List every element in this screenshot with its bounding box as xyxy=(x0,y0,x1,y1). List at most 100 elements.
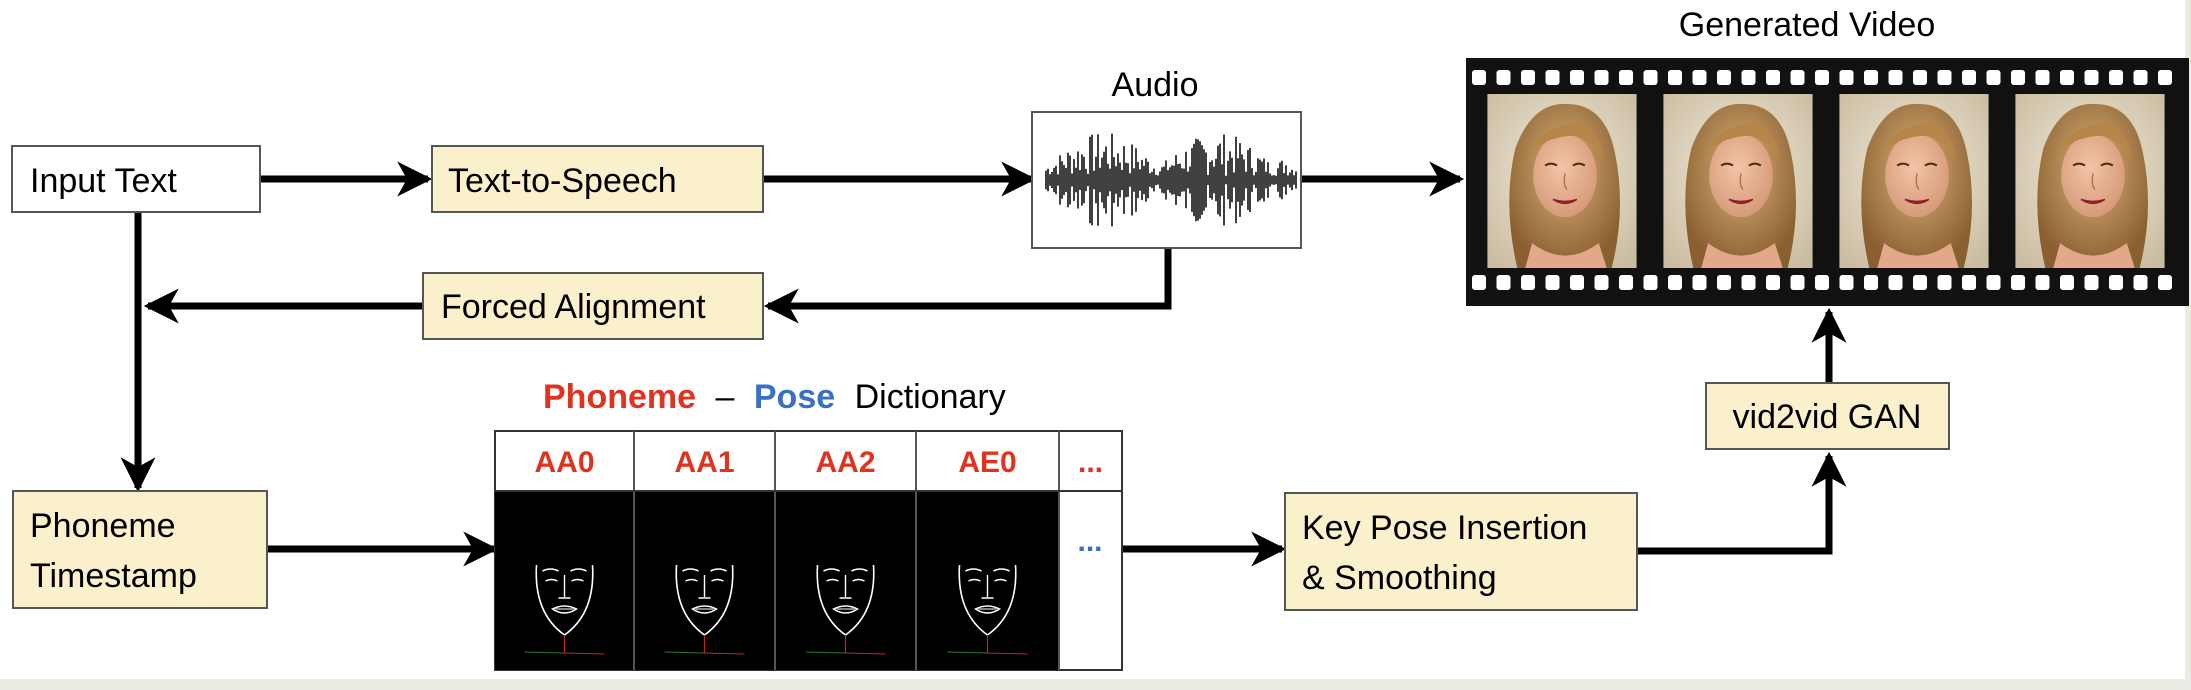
waveform-trace xyxy=(1045,133,1297,227)
video-frame-photo xyxy=(2014,94,2166,268)
vid2vid-gan-label: vid2vid GAN xyxy=(1733,398,1922,436)
sprocket-hole xyxy=(1472,275,1486,290)
sprocket-hole xyxy=(1619,70,1633,85)
generated-video-label: Generated Video xyxy=(1679,6,1935,44)
sprocket-hole xyxy=(1496,275,1511,290)
sprocket-hole xyxy=(1839,70,1854,85)
sprocket-hole xyxy=(1790,70,1805,85)
sprocket-hole xyxy=(1913,70,1927,85)
sprocket-hole xyxy=(2035,275,2050,290)
dictionary-column-header: AE0 xyxy=(958,446,1016,479)
sprocket-hole xyxy=(1741,70,1756,85)
dictionary-more-dots: ... xyxy=(1077,525,1102,558)
sprocket-hole xyxy=(2109,275,2123,290)
dictionary-column-header: AA2 xyxy=(815,446,875,479)
sprocket-hole xyxy=(1717,70,1731,85)
sprocket-hole xyxy=(1668,70,1682,85)
sprocket-hole xyxy=(1472,70,1486,85)
sprocket-hole xyxy=(1766,70,1780,85)
sprocket-hole xyxy=(2011,70,2025,85)
sprocket-hole xyxy=(1692,275,1707,290)
sprocket-hole xyxy=(2084,275,2099,290)
sprocket-hole xyxy=(1937,275,1952,290)
sprocket-hole xyxy=(1815,70,1829,85)
sprocket-hole xyxy=(1619,275,1633,290)
dictionary-columns: AA0 AA1 AA2 AE0... xyxy=(495,431,1122,670)
sprocket-hole xyxy=(2158,70,2172,85)
sprocket-hole xyxy=(2084,70,2099,85)
waveform-icon xyxy=(1045,133,1297,227)
sprocket-hole xyxy=(2060,275,2074,290)
sprocket-hole xyxy=(1545,275,1560,290)
audio-waveform xyxy=(1031,111,1302,249)
sprocket-hole xyxy=(1521,275,1535,290)
dictionary-title-pose: Pose xyxy=(754,378,835,416)
sprocket-hole xyxy=(1864,70,1878,85)
sprocket-hole xyxy=(1643,70,1658,85)
sprocket-hole xyxy=(1913,275,1927,290)
sprocket-hole xyxy=(1815,275,1829,290)
sprocket-hole xyxy=(2109,70,2123,85)
phoneme-timestamp-box: Phoneme Timestamp xyxy=(12,490,268,609)
dictionary-column-header: ... xyxy=(1078,446,1103,479)
sprocket-hole xyxy=(1496,70,1511,85)
film-strip xyxy=(1466,58,2189,306)
sprocket-hole xyxy=(1521,70,1535,85)
arrow-audio-to-alignment xyxy=(763,248,1172,324)
sprocket-hole xyxy=(1545,70,1560,85)
sprocket-hole xyxy=(1986,275,2001,290)
dictionary-title-rest: Dictionary xyxy=(855,378,1006,416)
sprocket-hole xyxy=(1717,275,1731,290)
arrow-keypose-to-gan xyxy=(1637,451,1847,555)
forced-alignment-label: Forced Alignment xyxy=(441,288,706,326)
tts-box: Text-to-Speech xyxy=(431,145,764,213)
phoneme-pose-dictionary: AA0 AA1 AA2 AE0... ... xyxy=(494,430,1123,671)
sprocket-hole xyxy=(1888,70,1903,85)
sprocket-hole xyxy=(1766,275,1780,290)
sprocket-hole xyxy=(1962,70,1976,85)
video-frame-photo xyxy=(1838,94,1990,268)
input-text-label: Input Text xyxy=(30,162,177,200)
sprocket-hole xyxy=(1986,70,2001,85)
phoneme-timestamp-label-2: Timestamp xyxy=(30,557,197,595)
dictionary-title-dash: – xyxy=(716,378,735,416)
sprocket-hole xyxy=(2133,275,2148,290)
sprocket-hole xyxy=(1790,275,1805,290)
sprocket-hole xyxy=(1692,70,1707,85)
key-pose-label-1: Key Pose Insertion xyxy=(1302,509,1587,547)
sprocket-hole xyxy=(1643,275,1658,290)
sprocket-hole xyxy=(1741,275,1756,290)
sprocket-hole xyxy=(1570,275,1584,290)
video-frame-photo xyxy=(1662,94,1814,268)
sprocket-hole xyxy=(1594,70,1609,85)
forced-alignment-box: Forced Alignment xyxy=(422,272,764,340)
key-pose-box: Key Pose Insertion & Smoothing xyxy=(1284,492,1638,611)
vid2vid-gan-box: vid2vid GAN xyxy=(1705,382,1950,450)
sprocket-hole xyxy=(1864,275,1878,290)
dictionary-column-header: AA0 xyxy=(534,446,594,479)
dictionary-title: Phoneme – Pose Dictionary xyxy=(543,378,1006,416)
dictionary-title-phoneme: Phoneme xyxy=(543,378,696,416)
sprocket-hole xyxy=(2158,275,2172,290)
sprocket-hole xyxy=(1839,275,1854,290)
audio-label: Audio xyxy=(1112,66,1199,104)
sprocket-hole xyxy=(1962,275,1976,290)
phoneme-timestamp-label-1: Phoneme xyxy=(30,507,176,545)
sprocket-hole xyxy=(2011,275,2025,290)
sprocket-hole xyxy=(1570,70,1584,85)
key-pose-label-2: & Smoothing xyxy=(1302,559,1497,597)
dictionary-column-header: AA1 xyxy=(674,446,734,479)
sprocket-hole xyxy=(2133,70,2148,85)
sprocket-hole xyxy=(1937,70,1952,85)
sprocket-hole xyxy=(1888,275,1903,290)
sprocket-hole xyxy=(2035,70,2050,85)
sprocket-hole xyxy=(2060,70,2074,85)
input-text-box: Input Text xyxy=(11,145,261,213)
video-frame-photo xyxy=(1486,94,1638,268)
connectors xyxy=(120,161,1847,567)
sprocket-hole xyxy=(1668,275,1682,290)
sprocket-hole xyxy=(1594,275,1609,290)
tts-label: Text-to-Speech xyxy=(448,162,677,200)
